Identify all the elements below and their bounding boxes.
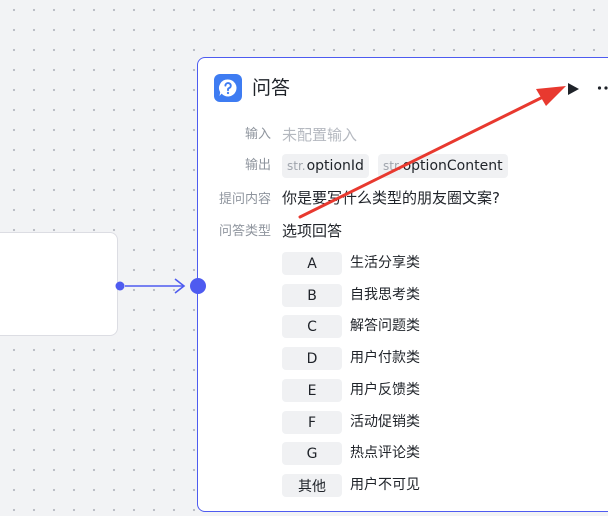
input-value[interactable]: 未配置输入 [282, 126, 358, 144]
output-type: str. [287, 159, 306, 173]
option-key: C [282, 315, 342, 338]
option-key: A [282, 252, 342, 275]
option-text: 用户付款类 [350, 350, 420, 366]
option-key: D [282, 347, 342, 370]
option-text: 活动促销类 [350, 414, 420, 430]
option-text: 生活分享类 [350, 255, 420, 271]
output-name: optionContent [402, 158, 503, 174]
option-key: E [282, 379, 342, 402]
option-text: 用户反馈类 [350, 382, 420, 398]
previous-node[interactable] [0, 232, 118, 336]
qa-type-label: 问答类型 [218, 224, 271, 239]
option-text: 用户不可见 [350, 477, 420, 493]
option-key: 其他 [282, 474, 342, 497]
qa-type-value[interactable]: 选项回答 [282, 222, 343, 240]
output-tag-option-id: str. optionId [282, 154, 369, 178]
option-text: 解答问题类 [350, 318, 420, 334]
output-type: str. [383, 159, 402, 173]
option-key: G [282, 442, 342, 465]
output-name: optionId [306, 158, 364, 174]
prompt-value[interactable]: 你是要写什么类型的朋友圈文案? [282, 189, 500, 207]
edge-arrowhead [174, 278, 186, 294]
question-bubble-icon [214, 74, 242, 102]
more-horizontal-icon[interactable] [597, 79, 608, 97]
option-key: F [282, 411, 342, 434]
output-tag-option-content: str. optionContent [378, 154, 508, 178]
option-text: 自我思考类 [350, 287, 420, 303]
output-label: 输出 [244, 158, 271, 173]
option-key: B [282, 284, 342, 307]
prompt-label: 提问内容 [218, 192, 271, 207]
input-port[interactable] [190, 278, 206, 294]
output-port[interactable] [115, 281, 125, 291]
play-icon[interactable] [566, 81, 580, 95]
node-title: 问答 [252, 77, 291, 99]
qa-node[interactable]: 问答 输入 未配置输入 输出 str. optionId str. option… [197, 57, 608, 512]
input-label: 输入 [244, 127, 271, 142]
option-text: 热点评论类 [350, 445, 420, 461]
